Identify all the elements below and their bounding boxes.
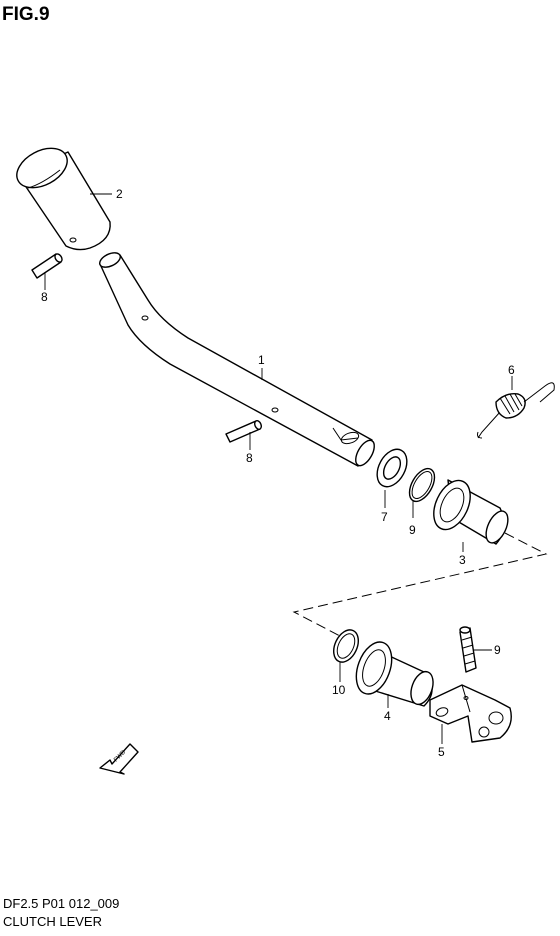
assembly-reference-line <box>292 532 548 637</box>
callout-10: 10 <box>332 683 346 697</box>
fwd-arrow: FWD <box>99 743 139 775</box>
callout-6: 6 <box>508 363 515 377</box>
callout-4: 4 <box>384 709 391 723</box>
figure-title: FIG.9 <box>2 4 50 25</box>
callout-1: 1 <box>258 353 265 367</box>
callout-9b: 9 <box>494 643 501 657</box>
part-oring-lower <box>333 629 359 663</box>
part-spring <box>477 382 555 439</box>
part-washer <box>376 448 408 488</box>
part-spring-pin <box>459 626 477 673</box>
callout-8b: 8 <box>246 451 253 465</box>
part-bracket <box>429 684 512 743</box>
part-oring-upper <box>408 467 436 503</box>
part-grip <box>16 147 111 251</box>
part-pin-upper <box>31 253 63 279</box>
callout-3: 3 <box>459 553 466 567</box>
callout-7: 7 <box>381 510 388 524</box>
part-bushing-upper <box>433 479 509 545</box>
part-lever-rod <box>99 252 375 467</box>
figure-name: CLUTCH LEVER <box>3 914 102 929</box>
callout-2: 2 <box>116 187 123 201</box>
figure-code: DF2.5 P01 012_009 <box>3 896 120 911</box>
part-bushing-lower <box>355 641 434 707</box>
callout-8a: 8 <box>41 290 48 304</box>
callout-5: 5 <box>438 745 445 759</box>
part-pin-lower <box>225 420 262 443</box>
callout-9a: 9 <box>409 523 416 537</box>
